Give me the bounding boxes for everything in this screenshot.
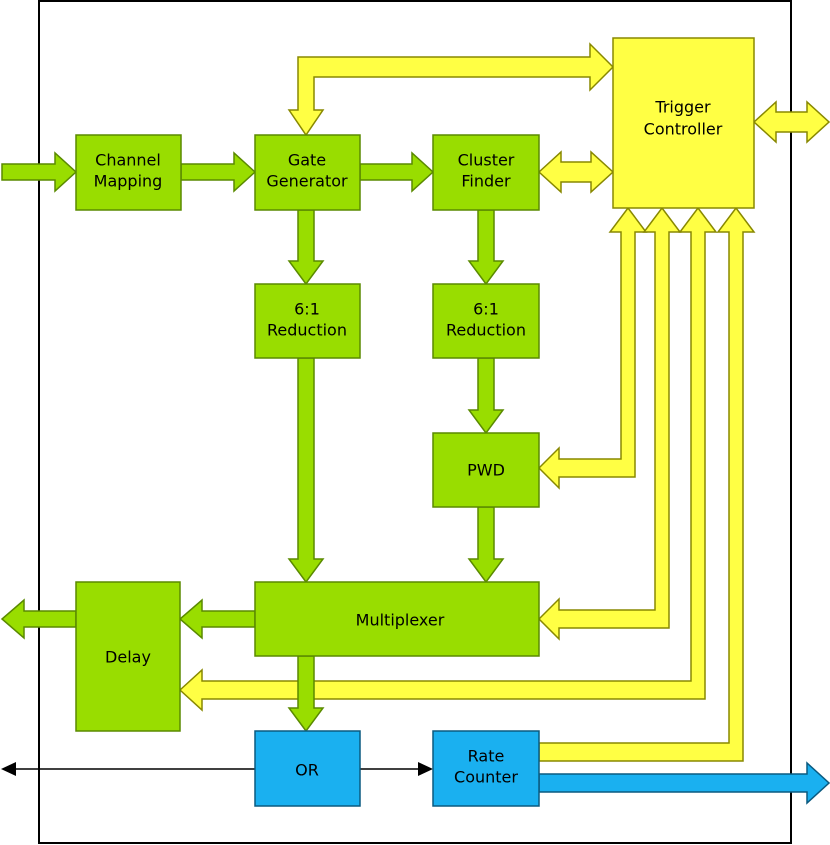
- block-channel-mapping: Channel Mapping: [75, 134, 182, 211]
- block-delay-label: Delay: [105, 648, 151, 667]
- block-or: OR: [254, 730, 361, 807]
- block-reduction-right: 6:1 Reduction: [432, 283, 540, 359]
- block-multiplexer-label: Multiplexer: [356, 611, 445, 630]
- thin-lines: [1, 762, 433, 776]
- bus-trigger-external: [752, 100, 830, 144]
- arrow-delay-output: [0, 598, 77, 640]
- block-pwd-label: PWD: [467, 461, 505, 480]
- block-gate-generator-label-2: Generator: [266, 172, 348, 191]
- block-channel-mapping-label-1: Channel: [95, 151, 161, 170]
- arrow-cluster-reduction-right: [467, 209, 505, 286]
- arrow-multiplexer-or: [287, 655, 325, 733]
- block-reduction-right-label-2: Reduction: [446, 321, 526, 340]
- block-reduction-left-label-1: 6:1: [294, 300, 320, 319]
- block-gate-generator-label-1: Gate: [288, 151, 326, 170]
- arrow-rate-counter-output: [538, 761, 830, 805]
- block-cluster-finder: Cluster Finder: [432, 134, 540, 211]
- block-trigger-controller-label-1: Trigger: [654, 98, 711, 117]
- arrow-pwd-multiplexer: [467, 506, 505, 584]
- arrow-gate-cluster: [359, 151, 435, 193]
- arrowhead-or-rate-counter: [418, 762, 433, 776]
- block-reduction-left: 6:1 Reduction: [254, 283, 361, 359]
- green-arrows: [0, 151, 505, 733]
- arrow-reduction-right-pwd: [467, 357, 505, 435]
- block-trigger-controller: Trigger Controller: [612, 37, 755, 209]
- block-cluster-finder-label-2: Finder: [461, 172, 511, 191]
- block-multiplexer: Multiplexer: [254, 581, 540, 657]
- bus-gate-generator-trigger: [287, 42, 615, 137]
- block-rate-counter: Rate Counter: [432, 730, 540, 807]
- block-reduction-left-label-2: Reduction: [267, 321, 347, 340]
- block-cluster-finder-label-1: Cluster: [458, 151, 515, 170]
- bus-rate-counter-trigger: [538, 206, 756, 762]
- block-trigger-controller-label-2: Controller: [644, 120, 723, 139]
- block-rate-counter-label-1: Rate: [468, 747, 505, 766]
- arrow-reduction-left-multiplexer: [287, 357, 325, 584]
- block-pwd: PWD: [432, 432, 540, 508]
- block-channel-mapping-label-2: Mapping: [94, 172, 163, 191]
- block-or-label: OR: [295, 761, 319, 780]
- arrow-multiplexer-delay: [178, 598, 256, 640]
- block-gate-generator: Gate Generator: [254, 134, 361, 211]
- arrow-gate-reduction-left: [287, 209, 325, 286]
- arrow-input-channel-mapping: [1, 151, 78, 193]
- block-reduction-right-label-1: 6:1: [473, 300, 499, 319]
- block-rate-counter-label-2: Counter: [454, 768, 518, 787]
- block-delay: Delay: [75, 581, 181, 732]
- arrowhead-or-left-output: [1, 762, 16, 776]
- arrow-channel-gate: [180, 151, 257, 193]
